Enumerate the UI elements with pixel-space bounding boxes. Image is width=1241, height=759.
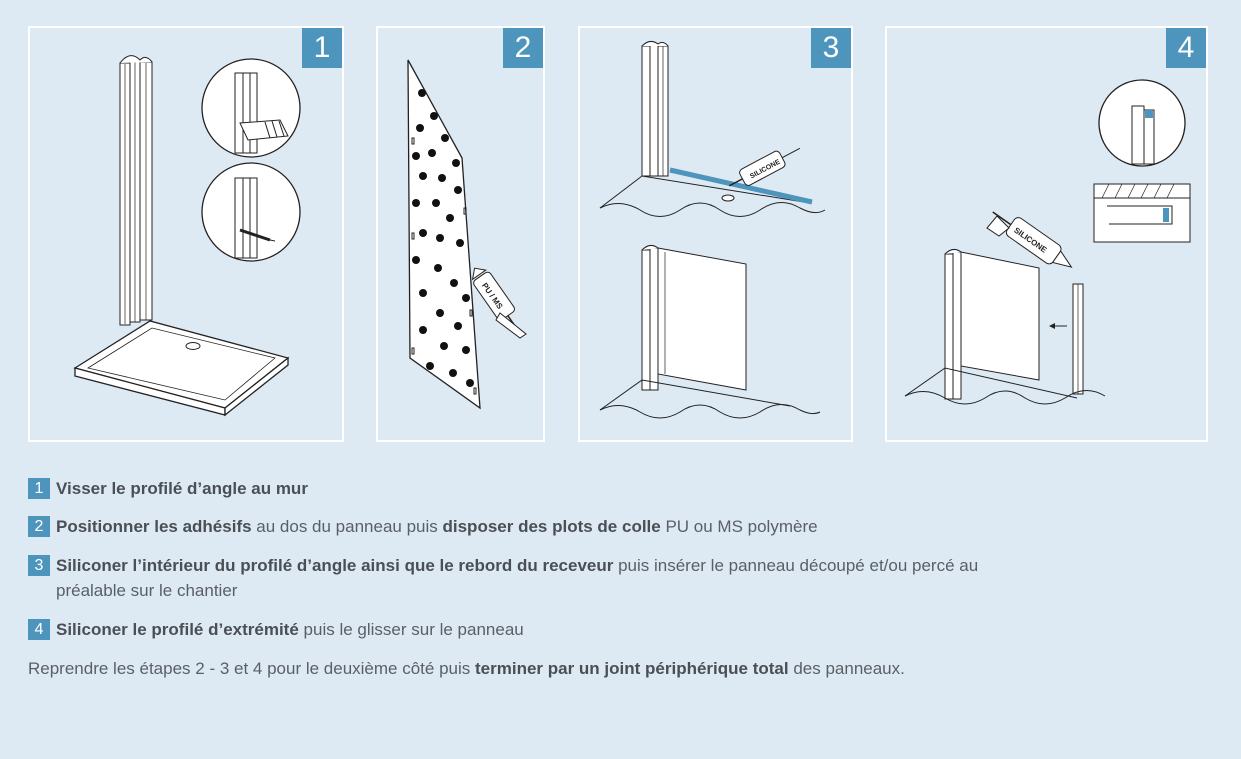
final-text: des panneaux.	[788, 659, 905, 678]
step-bold: disposer des plots de colle	[442, 517, 661, 536]
end-profile-drawing: SILICONE	[904, 79, 1191, 405]
step-bold: Visser le profilé d’angle au mur	[56, 479, 308, 498]
step-1-instruction: 1 Visser le profilé d’angle au mur	[28, 476, 996, 501]
step-badge: 3	[28, 555, 50, 576]
step-badge: 2	[28, 516, 50, 537]
step-number-badge: 4	[1166, 28, 1206, 68]
step-1-illustration: 1	[28, 26, 344, 442]
step-text: au dos du panneau puis	[251, 517, 443, 536]
final-text: Reprendre les étapes 2 - 3 et 4 pour le …	[28, 659, 475, 678]
final-bold: terminer par un joint périphérique total	[475, 659, 789, 678]
step-bold: Positionner les adhésifs	[56, 517, 252, 536]
step-3-instruction: 3 Siliconer l’intérieur du profilé d’ang…	[28, 553, 996, 603]
step-4-instruction: 4 Siliconer le profilé d’extrémité puis …	[28, 617, 996, 642]
step-bold: Siliconer le profilé d’extrémité	[56, 620, 299, 639]
step-2-instruction: 2 Positionner les adhésifs au dos du pan…	[28, 514, 996, 539]
step-badge: 1	[28, 478, 50, 499]
step-2-illustration: PU / MS 2	[376, 26, 545, 442]
step-text: PU ou MS polymère	[660, 517, 818, 536]
step-number-badge: 3	[811, 28, 851, 68]
step-text: puis le glisser sur le panneau	[298, 620, 524, 639]
silicone-insert-drawing: SILICONE	[599, 40, 826, 419]
corner-profile-drawing	[73, 55, 301, 417]
step-3-illustration: SILICONE 3	[578, 26, 853, 442]
step-number-badge: 2	[503, 28, 543, 68]
step-number-badge: 1	[302, 28, 342, 68]
step-bold: Siliconer l’intérieur du profilé d’angle…	[56, 556, 614, 575]
step-4-illustration: SILICONE 4	[885, 26, 1208, 442]
glue-dots	[412, 89, 474, 387]
final-instruction: Reprendre les étapes 2 - 3 et 4 pour le …	[28, 656, 905, 681]
step-badge: 4	[28, 619, 50, 640]
step-text: puis insérer le panneau découpé et/ou pe…	[56, 556, 979, 600]
adhesive-panel-drawing: PU / MS	[407, 59, 527, 410]
